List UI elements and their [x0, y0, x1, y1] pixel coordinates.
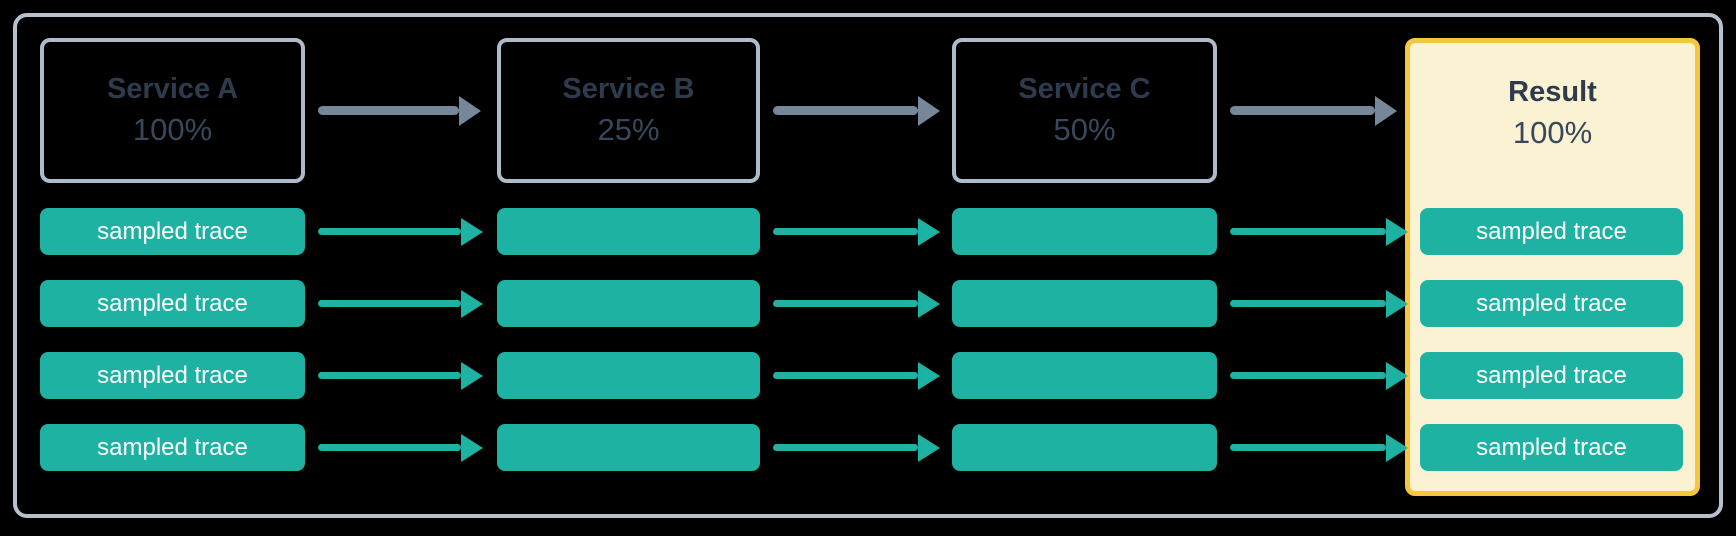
flow-arrow-a-to-b [318, 95, 481, 126]
trace-arrow [1230, 361, 1408, 390]
service-c-rate: 50% [1053, 112, 1116, 148]
trace-label: sampled trace [1476, 433, 1627, 461]
trace-box: sampled trace [1420, 280, 1683, 327]
flow-arrow-c-to-result [1230, 95, 1397, 126]
trace-arrow [318, 289, 483, 318]
trace-box: sampled trace [40, 208, 305, 255]
trace-arrow [1230, 433, 1408, 462]
result-header: Result 100% [1410, 43, 1695, 183]
trace-arrow [773, 217, 940, 246]
service-a-title: Service A [106, 73, 239, 105]
trace-arrow [1230, 289, 1408, 318]
trace-label: sampled trace [97, 289, 248, 317]
trace-label: sampled trace [1476, 289, 1627, 317]
trace-box [952, 424, 1217, 471]
trace-box [952, 208, 1217, 255]
service-b-rate: 25% [597, 112, 660, 148]
trace-label: sampled trace [1476, 361, 1627, 389]
result-rate: 100% [1512, 114, 1593, 150]
trace-box [497, 352, 760, 399]
trace-box: sampled trace [40, 280, 305, 327]
flow-arrow-b-to-c [773, 95, 940, 126]
trace-label: sampled trace [1476, 217, 1627, 245]
service-c-title: Service C [1018, 73, 1151, 105]
trace-box: sampled trace [1420, 424, 1683, 471]
trace-label: sampled trace [97, 217, 248, 245]
trace-arrow [318, 361, 483, 390]
service-c-box: Service C 50% [952, 38, 1217, 183]
trace-box [497, 424, 760, 471]
service-b-box: Service B 25% [497, 38, 760, 183]
trace-box: sampled trace [1420, 208, 1683, 255]
trace-box: sampled trace [40, 352, 305, 399]
trace-arrow [318, 217, 483, 246]
trace-box [497, 208, 760, 255]
trace-label: sampled trace [97, 361, 248, 389]
trace-arrow [318, 433, 483, 462]
service-a-rate: 100% [132, 112, 213, 148]
trace-box [952, 280, 1217, 327]
service-b-title: Service B [562, 73, 695, 105]
trace-box: sampled trace [1420, 352, 1683, 399]
trace-label: sampled trace [97, 433, 248, 461]
diagram-frame [13, 13, 1723, 518]
trace-box [952, 352, 1217, 399]
result-box: Result 100% [1405, 38, 1700, 496]
trace-box [497, 280, 760, 327]
service-a-box: Service A 100% [40, 38, 305, 183]
trace-arrow [773, 289, 940, 318]
trace-box: sampled trace [40, 424, 305, 471]
result-title: Result [1508, 75, 1597, 108]
trace-arrow [773, 433, 940, 462]
trace-arrow [1230, 217, 1408, 246]
trace-arrow [773, 361, 940, 390]
